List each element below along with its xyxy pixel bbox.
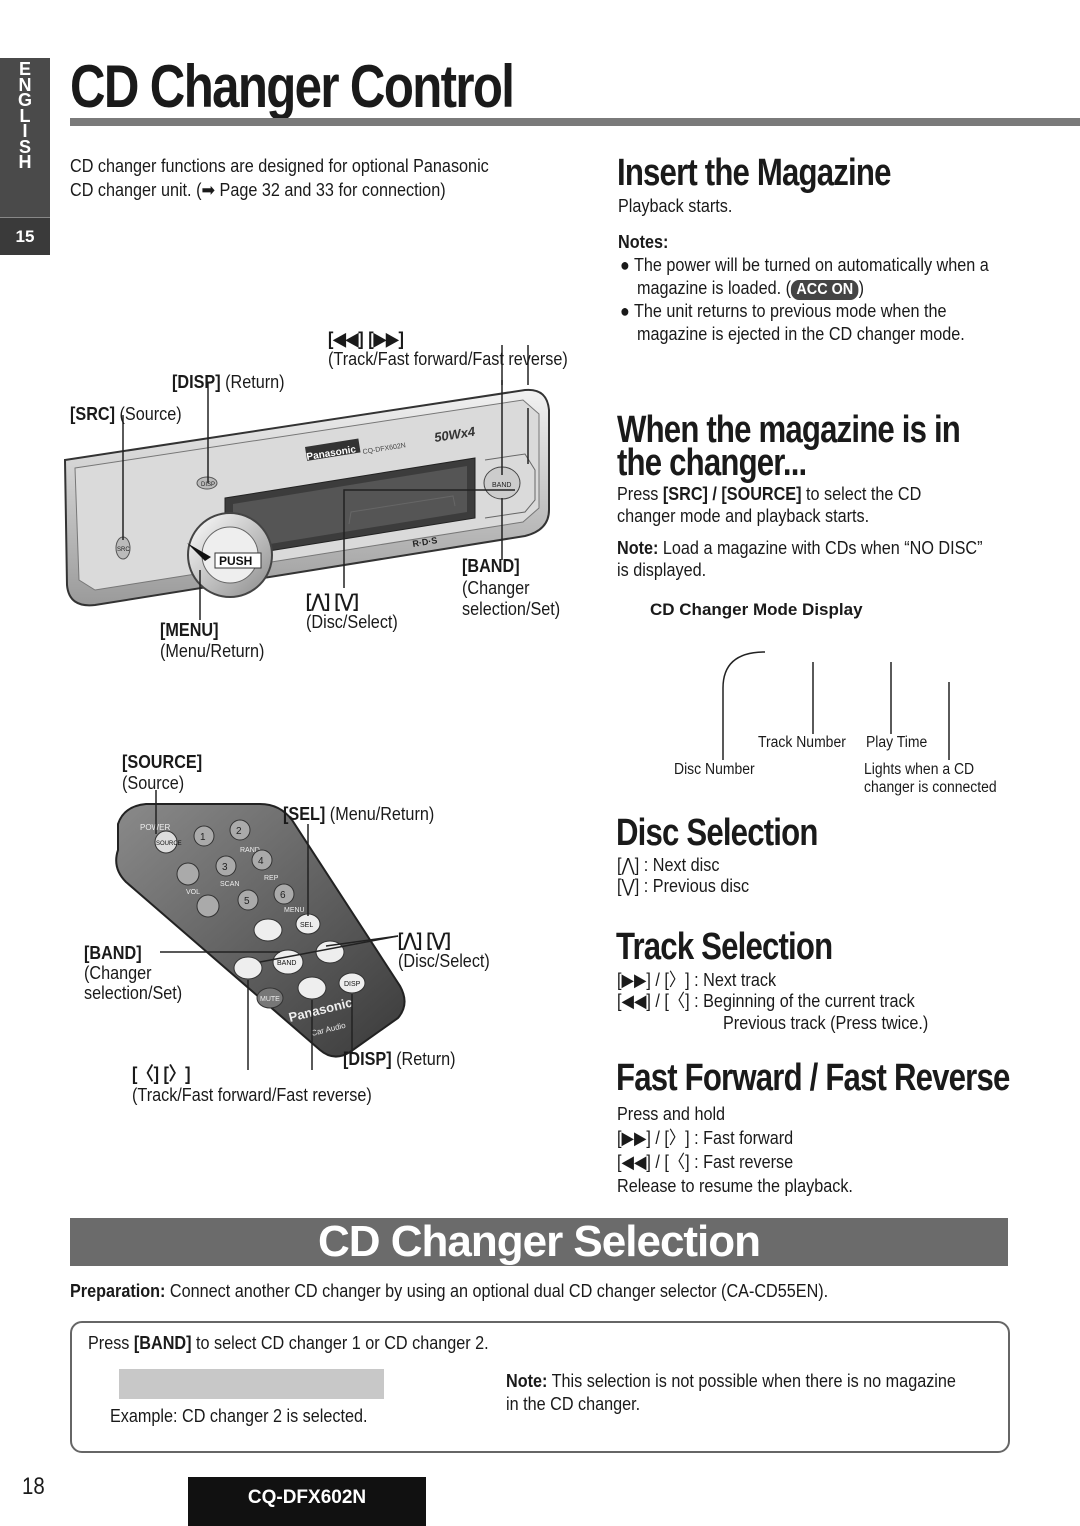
selection-note-2: in the CD changer. — [506, 1394, 641, 1414]
fast-release: Release to resume the playback. — [617, 1176, 853, 1196]
when-note: Note: Load a magazine with CDs when “NO … — [617, 538, 983, 558]
selection-press: Press [BAND] to select CD changer 1 or C… — [88, 1333, 489, 1353]
rm-source-key: [SOURCE] — [122, 752, 203, 772]
display-title: CD Changer Mode Display — [650, 600, 863, 619]
hu-track-keys: [◀◀] [▶▶] — [328, 329, 404, 349]
hu-src-label-text: [SRC] (Source) — [70, 404, 182, 424]
rm-band-key: [BAND] — [84, 943, 142, 963]
rm-key-3: 3 — [222, 862, 228, 873]
rm-updown-keys: [⋀] [⋁] — [398, 930, 451, 950]
rm-band-desc-1: (Changer — [84, 963, 152, 983]
rm-lr-keys: [〈] [〉] — [132, 1064, 191, 1084]
hu-updown-keys: [⋀] [⋁] — [306, 591, 359, 611]
selection-example: Example: CD changer 2 is selected. — [110, 1406, 368, 1426]
rm-key-1: 1 — [200, 832, 206, 843]
label-lights-2: changer is connected — [864, 779, 997, 796]
rm-power: POWER — [140, 823, 170, 832]
hu-src-label: SRC — [117, 547, 130, 553]
section-number: 15 — [0, 217, 50, 255]
example-display — [119, 1369, 384, 1399]
when-heading-2: the changer... — [617, 442, 807, 484]
rm-mute: MUTE — [260, 996, 280, 1003]
disc-next: [⋀] : Next disc — [617, 855, 720, 875]
insert-note-2: ● The unit returns to previous mode when… — [620, 301, 947, 321]
rm-rand: RAND — [240, 847, 260, 854]
hu-power: 50Wx4 — [433, 424, 477, 445]
intro-line-2: CD changer unit. (➡ Page 32 and 33 for c… — [70, 180, 446, 200]
when-press-2: changer mode and playback starts. — [617, 506, 870, 526]
selection-banner: CD Changer Selection — [70, 1218, 1008, 1266]
fast-fr: [◀◀] / [〈] : Fast reverse — [617, 1152, 794, 1172]
hu-updown-desc: (Disc/Select) — [306, 612, 398, 632]
rm-menu: MENU — [284, 907, 305, 914]
track-next: [▶▶] / [〉] : Next track — [617, 970, 777, 990]
insert-note-1b: magazine is loaded. (ACC ON) — [637, 278, 864, 300]
fast-heading: Fast Forward / Fast Reverse — [616, 1057, 1010, 1099]
rm-sel-label-text: [SEL] (Menu/Return) — [283, 804, 435, 824]
label-lights-1: Lights when a CD — [864, 761, 975, 778]
hu-menu-desc: (Menu/Return) — [160, 641, 265, 661]
preparation-text: Preparation: Connect another CD changer … — [70, 1281, 829, 1301]
model-label: CQ-DFX602N — [188, 1477, 426, 1526]
rm-disp: DISP — [344, 981, 361, 988]
head-unit-illustration: Panasonic CQ-DFX602N 50Wx4 PUSH DISP SRC… — [63, 380, 550, 620]
rm-band-desc-2: selection/Set) — [84, 983, 183, 1003]
insert-notes-label: Notes: — [618, 232, 669, 252]
rm-vol: VOL — [186, 889, 200, 896]
hu-rds-logo: R·D·S — [412, 535, 438, 549]
remote-illustration: POWER SOURCE 1 2 RAND 3 4 SCAN REP 5 6 V… — [115, 790, 406, 1070]
insert-note-1: ● The power will be turned on automatica… — [620, 255, 989, 275]
hu-disp-label: DISP — [201, 482, 215, 488]
hu-band-desc-1: (Changer — [462, 578, 530, 598]
when-note-2: is displayed. — [617, 560, 707, 580]
rm-rep: REP — [264, 875, 279, 882]
fast-ff: [▶▶] / [〉] : Fast forward — [617, 1128, 794, 1148]
hu-disp-label-text: [DISP] (Return) — [172, 372, 285, 392]
when-heading-1: When the magazine is in — [617, 409, 961, 451]
hu-band-desc-2: selection/Set) — [462, 599, 561, 619]
track-heading: Track Selection — [616, 926, 833, 968]
hu-band-label: BAND — [492, 482, 511, 489]
rm-disp-label-text: [DISP] (Return) — [343, 1049, 456, 1069]
hu-track-desc: (Track/Fast forward/Fast reverse) — [328, 349, 568, 369]
disc-prev: [⋁] : Previous disc — [617, 876, 750, 896]
page-title: CD Changer Control — [70, 53, 515, 120]
rm-key-2: 2 — [236, 826, 242, 837]
insert-note-2b: magazine is ejected in the CD changer mo… — [637, 324, 965, 344]
rm-key-6: 6 — [280, 890, 286, 901]
rm-lr-desc: (Track/Fast forward/Fast reverse) — [132, 1085, 372, 1105]
selection-heading: CD Changer Selection — [317, 1217, 761, 1266]
intro-line-1: CD changer functions are designed for op… — [70, 156, 489, 176]
insert-text: Playback starts. — [618, 196, 733, 216]
selection-note: Note: This selection is not possible whe… — [506, 1371, 956, 1391]
rm-key-5: 5 — [244, 896, 250, 907]
insert-heading: Insert the Magazine — [617, 152, 891, 194]
rm-key-4: 4 — [258, 856, 264, 867]
when-press: Press [SRC] / [SOURCE] to select the CD — [617, 484, 922, 504]
page-number: 18 — [22, 1473, 45, 1500]
rm-sel: SEL — [300, 922, 313, 929]
display-callouts — [722, 651, 950, 760]
label-track-number: Track Number — [758, 734, 846, 751]
track-prev: Previous track (Press twice.) — [723, 1013, 929, 1033]
label-play-time: Play Time — [866, 734, 928, 751]
track-begin: [◀◀] / [〈] : Beginning of the current tr… — [617, 991, 915, 1011]
disc-heading: Disc Selection — [616, 812, 818, 854]
rm-scan: SCAN — [220, 881, 239, 888]
selection-box — [70, 1321, 1010, 1453]
rm-updown-desc: (Disc/Select) — [398, 951, 490, 971]
rm-source-desc: (Source) — [122, 773, 185, 793]
hu-push-label: PUSH — [219, 554, 252, 568]
acc-on-badge: ACC ON — [790, 280, 859, 300]
rm-source: SOURCE — [156, 841, 182, 847]
hu-band-key: [BAND] — [462, 556, 520, 576]
fast-press: Press and hold — [617, 1104, 726, 1124]
hu-menu-key: [MENU] — [160, 620, 219, 640]
title-rule — [70, 118, 1080, 126]
label-disc-number: Disc Number — [674, 761, 755, 778]
track-callout-lines — [501, 345, 529, 385]
rm-band: BAND — [277, 960, 296, 967]
